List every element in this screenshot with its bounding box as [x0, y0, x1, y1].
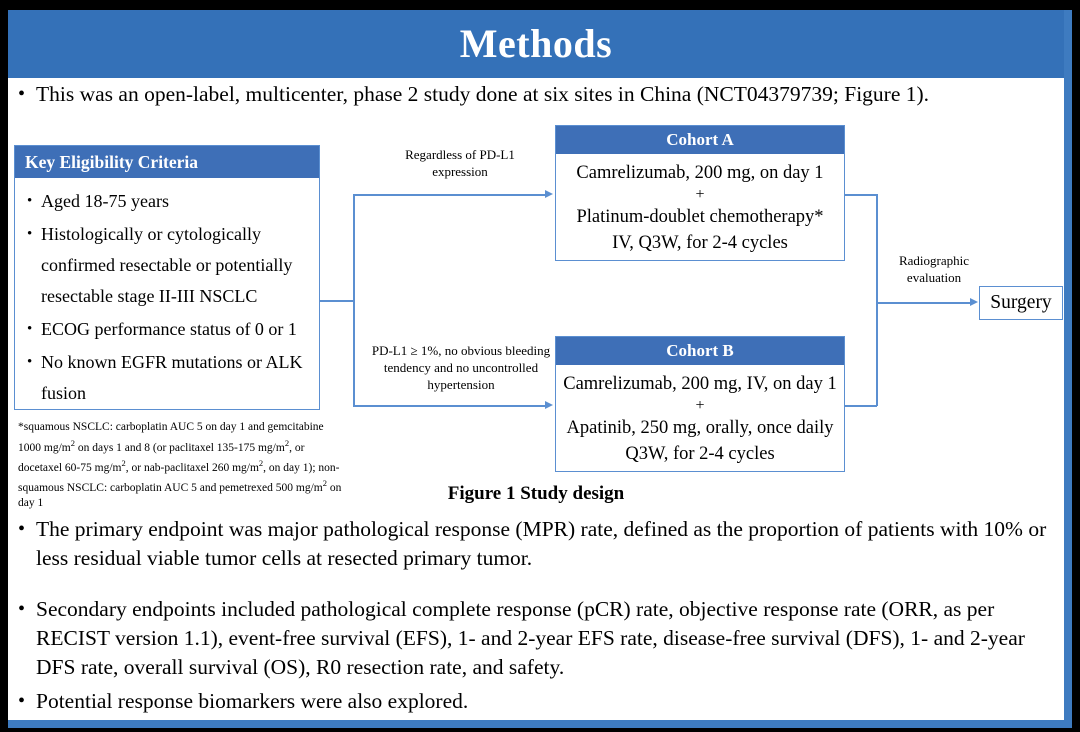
page-title: Methods: [459, 21, 613, 66]
arrow-into-surgery-icon: [970, 297, 978, 306]
footnote-superscript: 2: [284, 437, 290, 448]
footnote-part: , or docetaxel 60-75 mg/m: [18, 441, 305, 474]
cohort-b-plus: +: [695, 397, 705, 414]
cohort-a-box: Cohort A Camrelizumab, 200 mg, on day 1 …: [555, 125, 845, 261]
surgery-label: Surgery: [990, 292, 1052, 313]
connector-stub-eligibility: [320, 300, 354, 302]
footnote-superscript: 2: [258, 457, 264, 468]
arrow-into-cohort-b-icon: [545, 400, 553, 409]
connector-stub-cohort-b: [845, 405, 877, 407]
footnote-superscript: 2: [322, 478, 327, 489]
bullet-marker-icon: •: [18, 518, 26, 540]
connector-to-cohort-a: [353, 194, 545, 196]
eligibility-item-text: Histologically or cytologically confirme…: [41, 224, 293, 306]
secondary-endpoint-bullet: • Secondary endpoints included pathologi…: [14, 595, 1054, 682]
list-item: • Aged 18-75 years: [21, 186, 311, 217]
cohort-b-header: Cohort B: [556, 337, 844, 365]
surgery-box: Surgery: [979, 286, 1063, 320]
arrow-into-cohort-a-icon: [545, 189, 553, 198]
primary-endpoint-text: The primary endpoint was major pathologi…: [36, 517, 1047, 570]
cohort-a-line2: Platinum-doublet chemotherapy*: [576, 207, 824, 227]
connector-fork-vertical: [353, 194, 355, 406]
connector-label-pdl1: PD-L1 ≥ 1%, no obvious bleeding tendency…: [371, 343, 551, 392]
footnote-superscript: 2: [70, 437, 75, 448]
study-design-figure: Key Eligibility Criteria • Aged 18-75 ye…: [8, 118, 1064, 513]
bullet-marker-icon: •: [27, 321, 33, 337]
eligibility-header: Key Eligibility Criteria: [15, 146, 319, 178]
eligibility-criteria-box: Key Eligibility Criteria • Aged 18-75 ye…: [14, 145, 320, 410]
list-item: • Histologically or cytologically confir…: [21, 219, 311, 312]
cohort-a-body: Camrelizumab, 200 mg, on day 1 + Platinu…: [556, 154, 844, 256]
connector-label-radiographic: Radiographic evaluation: [898, 253, 970, 285]
primary-endpoint-bullet: • The primary endpoint was major patholo…: [14, 515, 1054, 573]
list-item: • ECOG performance status of 0 or 1: [21, 314, 311, 345]
list-item: • No known EGFR mutations or ALK fusion: [21, 347, 311, 409]
eligibility-item-text: ECOG performance status of 0 or 1: [41, 319, 297, 339]
figure-caption: Figure 1 Study design: [447, 483, 625, 504]
bullet-marker-icon: •: [18, 598, 26, 620]
footnote-part: , on day 1); non-squamous NSCLC: carbopl…: [18, 461, 340, 494]
footnote-part: , or nab-paclitaxel 260 mg/m: [125, 461, 259, 474]
eligibility-item-text: Aged 18-75 years: [41, 191, 169, 211]
chemotherapy-footnote: *squamous NSCLC: carboplatin AUC 5 on da…: [18, 420, 348, 512]
cohort-b-body: Camrelizumab, 200 mg, IV, on day 1 + Apa…: [556, 365, 844, 467]
footnote-part: on days 1 and 8 (or paclitaxel 135-175 m…: [74, 441, 285, 454]
intro-bullet-text: This was an open-label, multicenter, pha…: [36, 82, 930, 106]
cohort-b-box: Cohort B Camrelizumab, 200 mg, IV, on da…: [555, 336, 845, 472]
connector-label-regardless: Regardless of PD-L1 expression: [405, 147, 515, 179]
bullet-marker-icon: •: [27, 354, 33, 370]
cohort-a-line3: IV, Q3W, for 2-4 cycles: [612, 233, 788, 253]
title-banner: Methods: [8, 10, 1064, 78]
cohort-a-plus: +: [695, 186, 705, 203]
bullet-marker-icon: •: [27, 193, 33, 209]
eligibility-item-text: No known EGFR mutations or ALK fusion: [41, 352, 303, 403]
footnote-part: *squamous NSCLC: carboplatin AUC 5 on da…: [18, 421, 324, 454]
footnote-part: on day 1: [18, 481, 342, 510]
cohort-a-line1: Camrelizumab, 200 mg, on day 1: [576, 163, 824, 183]
cohort-b-line1: Camrelizumab, 200 mg, IV, on day 1: [563, 374, 837, 394]
footnote-superscript: 2: [121, 457, 126, 468]
cohort-a-header: Cohort A: [556, 126, 844, 154]
cohort-b-line3: Q3W, for 2-4 cycles: [625, 444, 775, 464]
connector-merge-vertical: [876, 194, 878, 406]
secondary-endpoint-text: Secondary endpoints included pathologica…: [36, 597, 1025, 679]
cohort-b-line2: Apatinib, 250 mg, orally, once daily: [566, 418, 834, 438]
eligibility-list: • Aged 18-75 years • Histologically or c…: [15, 178, 319, 409]
connector-stub-cohort-a: [845, 194, 877, 196]
intro-bullet: • This was an open-label, multicenter, p…: [14, 80, 1054, 109]
biomarkers-text: Potential response biomarkers were also …: [36, 689, 469, 713]
connector-to-cohort-b: [353, 405, 545, 407]
biomarkers-bullet: • Potential response biomarkers were als…: [14, 687, 1054, 716]
connector-to-surgery: [876, 302, 971, 304]
bullet-marker-icon: •: [18, 690, 26, 712]
bullet-marker-icon: •: [18, 83, 26, 105]
bullet-marker-icon: •: [27, 226, 33, 242]
